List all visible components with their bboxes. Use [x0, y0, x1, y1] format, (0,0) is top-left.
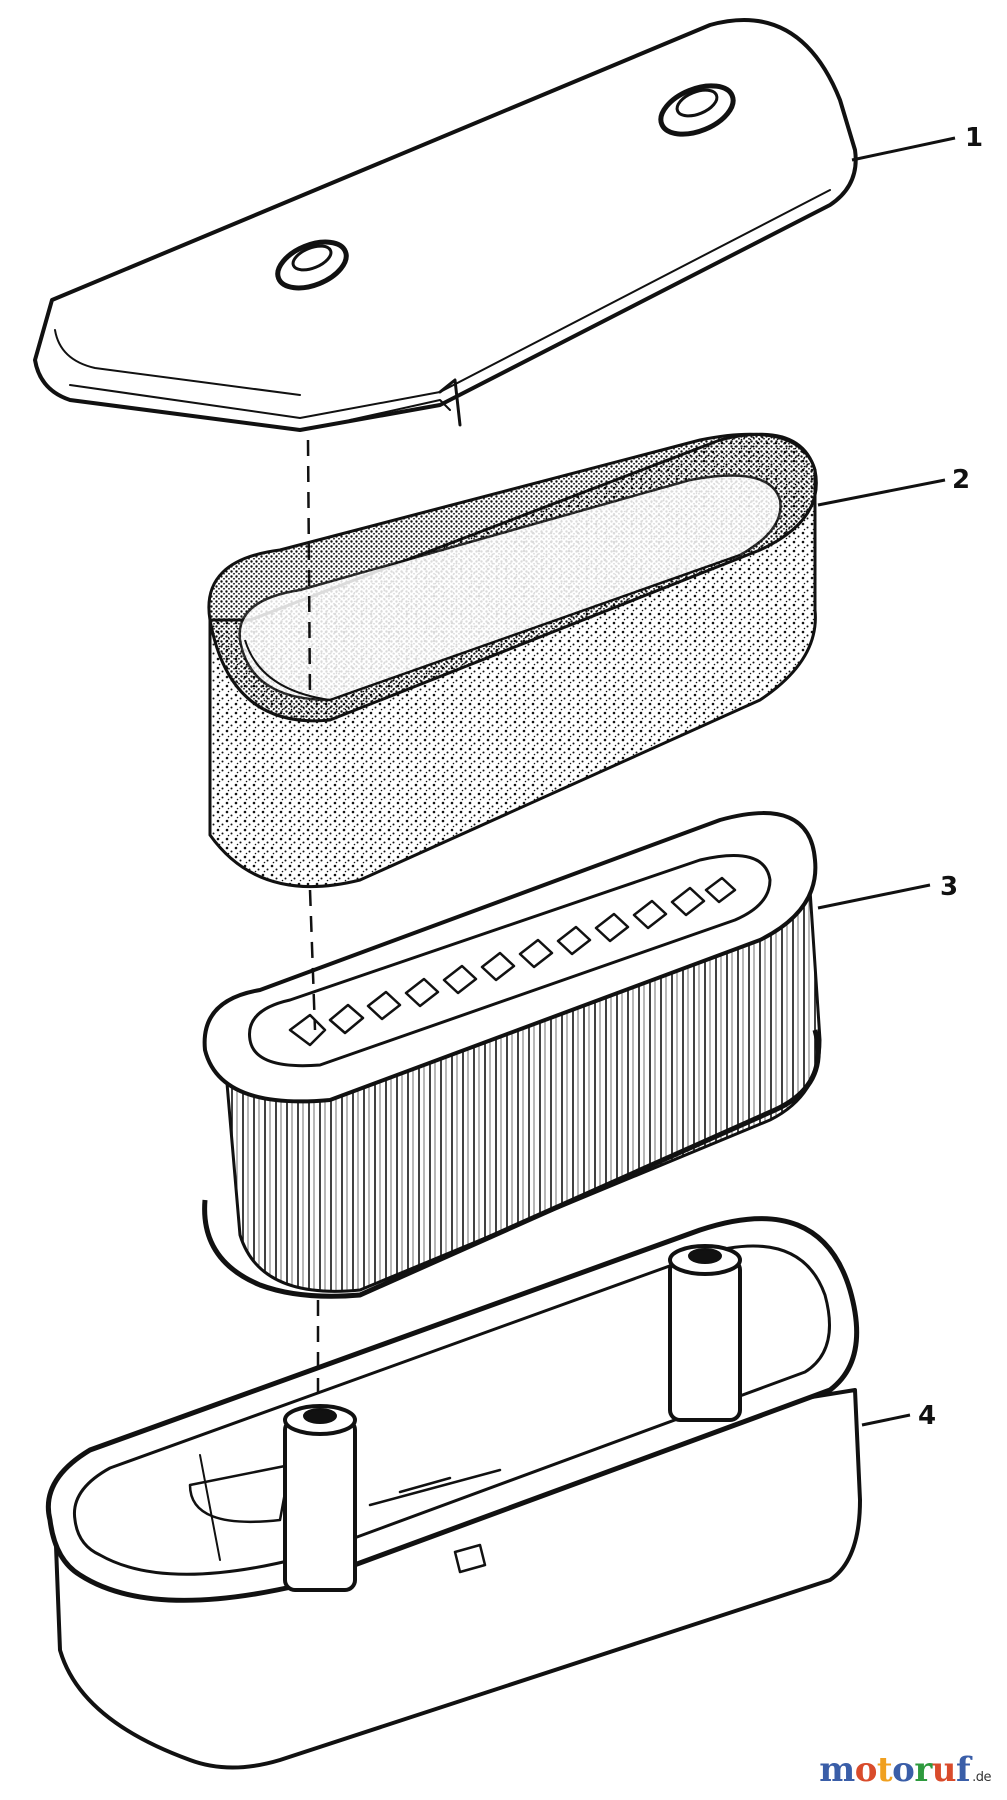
logo-letter: o: [854, 1750, 878, 1790]
logo-letter: u: [931, 1750, 957, 1790]
logo-letter: m: [819, 1750, 855, 1790]
logo-domain-suffix: .de: [972, 1770, 991, 1785]
part-number-2: 2: [952, 465, 970, 495]
part-number-1: 1: [965, 123, 983, 153]
logo-letter: o: [892, 1750, 915, 1790]
logo-letter: f: [955, 1750, 971, 1790]
foam-pre-cleaner: [207, 432, 818, 889]
air-cleaner-base: [45, 1216, 862, 1770]
alignment-lines: [306, 439, 320, 1400]
logo-letter: r: [914, 1750, 932, 1790]
part-number-4: 4: [918, 1401, 936, 1431]
motoruf-logo: motoruf.de: [819, 1750, 991, 1790]
air-cleaner-cover: [33, 18, 858, 432]
part-number-3: 3: [940, 872, 958, 902]
leader-lines: [817, 136, 956, 1427]
logo-letter: t: [876, 1750, 893, 1790]
paper-filter-element: [202, 811, 822, 1299]
